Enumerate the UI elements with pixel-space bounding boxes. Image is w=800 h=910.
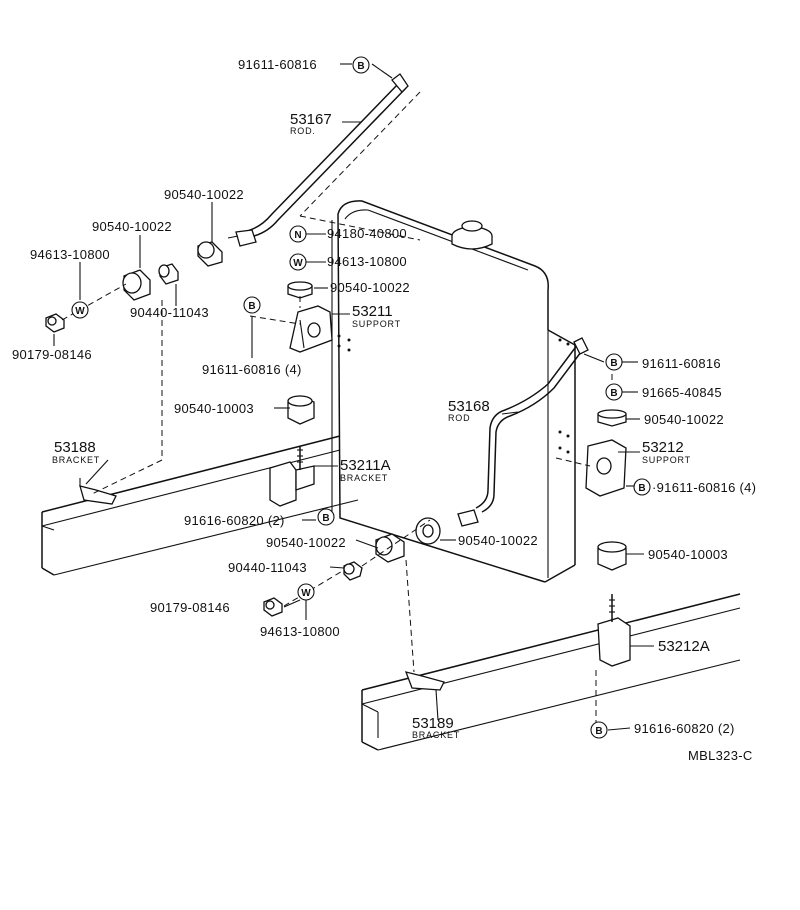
nut-90179-08146-lower (263, 597, 283, 617)
cushion-90540-10022-mid (287, 281, 313, 299)
svg-text:B: B (357, 61, 364, 72)
bolt-symbol-top: B (352, 56, 370, 74)
nut-90179-08146-left (45, 313, 65, 333)
radiator-body (331, 200, 576, 583)
label-bracket-53211A: 53211A (340, 457, 391, 474)
label-bolt-support-left: 91611-60816 (4) (202, 362, 302, 377)
assembly-lines (61, 283, 613, 730)
svg-text:B: B (610, 358, 617, 369)
label-bracket-53188: 53188 (54, 439, 96, 456)
label-cushion-10003-right: 90540-10003 (648, 547, 728, 562)
svg-text:W: W (75, 306, 85, 317)
cushion-90540-10022-left-b (122, 269, 151, 301)
cushion-90540-10003-right (597, 541, 627, 571)
figure-code: MBL323-C (688, 748, 753, 763)
support-53211 (289, 305, 333, 353)
label-collar-lower: 90440-11043 (228, 560, 307, 575)
label-bracket-53211A-sub: BRACKET (340, 473, 388, 483)
bolt-symbol-right-top: B (605, 353, 623, 371)
label-cushion-lower-a: 90540-10022 (266, 535, 346, 550)
label-support-53211: 53211 (352, 303, 393, 320)
bracket-53189 (404, 671, 445, 691)
cushion-90540-10022-lower-b (415, 517, 441, 545)
label-collar-left: 90440-11043 (130, 305, 209, 320)
washer-symbol-left: W (71, 301, 89, 319)
label-washer-lower: 94613-10800 (260, 624, 340, 639)
bolt-symbol-support-left: B (243, 296, 261, 314)
support-53212 (585, 439, 627, 497)
leader-lines (53, 63, 654, 731)
label-rod-53167-sub: ROD. (290, 126, 316, 136)
cushion-90540-10022-right (597, 409, 627, 427)
collar-90440-11043-left (158, 263, 179, 285)
label-rod-53167: 53167 (290, 111, 332, 128)
label-rod-bolt-top: 91611-60816 (238, 57, 317, 72)
rod-53168 (457, 337, 589, 527)
label-washer-left: 94613-10800 (30, 247, 110, 262)
washer-symbol-lower: W (297, 583, 315, 601)
svg-text:B: B (638, 483, 645, 494)
label-support-53212-sub: SUPPORT (642, 455, 691, 465)
cushion-90540-10022-lower-a (375, 533, 405, 563)
label-bolt-lower-left: 91616-60820 (2) (184, 513, 285, 528)
bolt-symbol-lower-right: B (590, 721, 608, 739)
svg-text:N: N (294, 230, 301, 241)
label-nut-mid: 94180-40800 (327, 226, 407, 241)
label-bolt-support-right: ·91611-60816 (4) (652, 480, 756, 495)
label-support-53211-sub: SUPPORT (352, 319, 401, 329)
svg-text:W: W (293, 258, 303, 269)
svg-text:B: B (248, 301, 255, 312)
rod-53167 (227, 73, 409, 247)
washer-symbol-mid: W (289, 253, 307, 271)
label-cushion-left-a: 90540-10022 (164, 187, 244, 202)
bolt-symbol-right-b: B (605, 383, 623, 401)
cushion-90540-10003-left (287, 395, 315, 425)
bolt-symbol-support-right: B (633, 478, 651, 496)
mount-hole-dots (337, 334, 570, 454)
label-cushion-left-b: 90540-10022 (92, 219, 172, 234)
bolt-symbol-lower-left: B (317, 508, 335, 526)
label-bracket-53189: 53189 (412, 715, 454, 732)
collar-90440-11043-lower (343, 561, 363, 581)
label-bracket-53212A: 53212A (658, 638, 710, 655)
svg-text:B: B (610, 388, 617, 399)
label-rod-53168: 53168 (448, 398, 490, 415)
svg-text:B: B (322, 513, 329, 524)
label-cushion-right: 90540-10022 (644, 412, 724, 427)
label-nut-lower: 90179-08146 (150, 600, 230, 615)
bracket-53211A (269, 446, 315, 507)
nut-symbol-mid: N (289, 225, 307, 243)
svg-text:B: B (595, 726, 602, 737)
label-bracket-53188-sub: BRACKET (52, 455, 100, 465)
label-bolt-right-b: 91665-40845 (642, 385, 722, 400)
svg-text:W: W (301, 588, 311, 599)
label-rod-53168-sub: ROD (448, 413, 470, 423)
bracket-53188 (79, 478, 117, 505)
label-cushion-mid: 90540-10022 (330, 280, 410, 295)
label-washer-mid: 94613-10800 (327, 254, 407, 269)
label-bracket-53189-sub: BRACKET (412, 730, 460, 740)
labels: 91611-60816 53167 ROD. 90540-10022 90540… (12, 57, 756, 763)
label-cushion-lower-b: 90540-10022 (458, 533, 538, 548)
label-cushion-10003-left: 90540-10003 (174, 401, 254, 416)
label-support-53212: 53212 (642, 439, 684, 456)
label-bolt-lower-right: 91616-60820 (2) (634, 721, 735, 736)
label-bolt-right-top: 91611-60816 (642, 356, 721, 371)
label-nut-left: 90179-08146 (12, 347, 92, 362)
cushion-90540-10022-left-a (197, 241, 223, 267)
bracket-53212A (597, 594, 631, 667)
